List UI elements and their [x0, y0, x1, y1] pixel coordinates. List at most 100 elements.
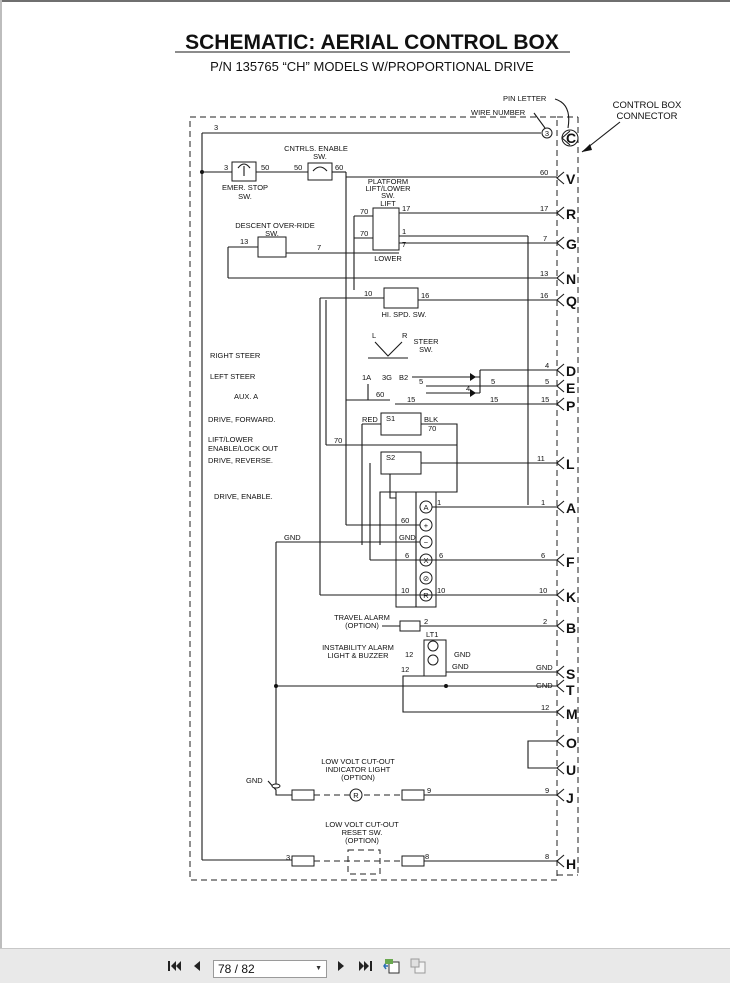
wire-3-label: 3: [214, 123, 218, 132]
pin-p: P: [556, 397, 575, 414]
terminal-wire-60-label: 60: [401, 516, 409, 525]
pin-v: V 60: [540, 168, 576, 187]
wire-9-label-a: 9: [427, 786, 431, 795]
chevron-down-icon: ▼: [315, 965, 322, 972]
fit-width-button[interactable]: [409, 957, 427, 975]
svg-text:⊘: ⊘: [423, 574, 429, 583]
terminal-wire-1-label: 1: [437, 498, 441, 507]
cntrls-enable-label: CNTRLS. ENABLE: [284, 144, 348, 153]
terminal-gnd-label: GND: [399, 533, 416, 542]
descent-override-label: DESCENT OVER-RIDE: [235, 221, 314, 230]
lowvolt-reset-label-3: (OPTION): [345, 836, 379, 845]
svg-text:S: S: [566, 666, 575, 682]
svg-text:A: A: [566, 500, 576, 516]
pdf-viewer-toolbar: 78 / 82 ▼: [0, 948, 730, 983]
lowvolt-light-label: LOW VOLT CUT-OUT: [321, 757, 395, 766]
s1-blk-label: BLK: [424, 415, 438, 424]
travel-alarm-label-2: (OPTION): [345, 621, 379, 630]
steer-1a-label: 1A: [362, 373, 371, 382]
lowvolt-gnd-label: GND: [246, 776, 263, 785]
wire-13-label-a: 13: [240, 237, 248, 246]
pin-r: R 17: [540, 204, 576, 222]
pin-s-gnd-label: GND: [536, 663, 553, 672]
wire-70-label-b: 70: [360, 229, 368, 238]
wire-17-label: 17: [402, 204, 410, 213]
wire-4-label: 4: [545, 361, 549, 370]
pin-f: F: [556, 553, 575, 570]
pin-n: N 13: [540, 269, 576, 287]
alarm-light-b: [427, 654, 439, 666]
last-page-button[interactable]: [356, 957, 374, 975]
pin-j: J: [556, 788, 574, 806]
wire-1-label: 1: [402, 227, 406, 236]
terminal-a: A: [419, 500, 433, 514]
svg-text:G: G: [566, 236, 577, 252]
svg-text:E: E: [566, 380, 575, 396]
gnd-top-label: GND: [284, 533, 301, 542]
pin-b: B: [556, 619, 576, 636]
prev-page-button[interactable]: [188, 957, 206, 975]
svg-text:+: +: [424, 521, 429, 530]
pin-a: A: [556, 500, 576, 516]
pin-t-gnd-label: GND: [536, 681, 553, 690]
svg-text:O: O: [566, 735, 577, 751]
wire-16-label: 16: [421, 291, 429, 300]
wire-11-label: 11: [537, 454, 545, 463]
first-page-button[interactable]: [166, 957, 184, 975]
alarm-wire-12-label-b: 12: [401, 665, 409, 674]
descent-override-switch: [257, 236, 287, 258]
lowvolt-gnd-wire: [267, 780, 292, 796]
svg-text:H: H: [566, 856, 576, 872]
pin-c: C: [561, 130, 576, 146]
lowvolt-reset-connector-a: [291, 855, 315, 867]
lowvolt-reset-label: LOW VOLT CUT-OUT: [325, 820, 399, 829]
terminal-wire-6-label-b: 6: [439, 551, 443, 560]
fit-width-icon: [410, 958, 426, 974]
fn-label-right-steer: RIGHT STEER: [210, 351, 261, 360]
s1-wire-70-label: 70: [428, 424, 436, 433]
fn-label-enable-lockout: ENABLE/LOCK OUT: [208, 444, 278, 453]
emer-stop-label-2: SW.: [238, 192, 252, 201]
fit-page-button[interactable]: [383, 957, 401, 975]
terminal-slash: ⊘: [419, 571, 433, 585]
svg-text:B: B: [566, 620, 576, 636]
platform-lower-label: LOWER: [374, 254, 402, 263]
pin-q: Q 16: [540, 291, 577, 309]
schematic-subtitle: P/N 135765 “CH” MODELS W/PROPORTIONAL DR…: [210, 59, 534, 74]
s1-blk-wire: [379, 423, 458, 545]
lowvolt-light-connector-b: [401, 789, 425, 801]
steer-sw-label: STEER: [413, 337, 439, 346]
junction-dot-gnd-2: [444, 684, 448, 688]
pin-l: L: [556, 456, 575, 472]
control-box-enclosure: [189, 116, 558, 881]
svg-text:N: N: [566, 271, 576, 287]
svg-text:16: 16: [540, 291, 548, 300]
svg-text:U: U: [566, 762, 576, 778]
svg-text:M: M: [566, 706, 578, 722]
lowvolt-reset-label-2: RESET SW.: [342, 828, 383, 837]
wire-number-callout: WIRE NUMBER: [471, 108, 526, 117]
wire-1-pin-label: 1: [541, 498, 545, 507]
page-number-select[interactable]: 78 / 82 ▼: [213, 960, 327, 978]
instability-alarm-label-2: LIGHT & BUZZER: [327, 651, 389, 660]
lowvolt-indicator-light: [349, 788, 363, 802]
platform-lift-label: LIFT: [380, 199, 396, 208]
wire-10-pin-label: 10: [539, 586, 547, 595]
wire-10-label-a: 10: [364, 289, 372, 298]
lowvolt-light-r: R: [353, 791, 359, 800]
wire-7-label: 7: [402, 240, 406, 249]
terminal-minus: −: [419, 535, 433, 549]
pin-m: M: [556, 705, 578, 722]
first-page-icon: [168, 961, 181, 971]
descent-override-label-2: SW.: [265, 229, 279, 238]
wire-2-label-a: 2: [424, 617, 428, 626]
fn-label-aux-a: AUX. A: [234, 392, 258, 401]
travel-alarm: [399, 620, 421, 632]
svg-text:J: J: [566, 790, 574, 806]
wire-6-pin-label: 6: [541, 551, 545, 560]
lowvolt-reset-switch: [347, 849, 381, 875]
wire-12-pin-label: 12: [541, 703, 549, 712]
next-page-button[interactable]: [332, 957, 350, 975]
wire-14-jumper: [527, 740, 557, 769]
svg-text:D: D: [566, 363, 576, 379]
